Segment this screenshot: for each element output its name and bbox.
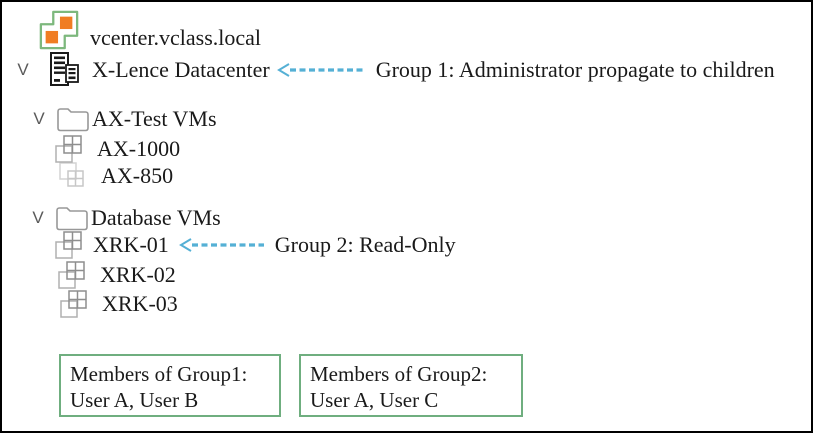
- tree-row-vm-xrk-03[interactable]: XRK-03: [59, 288, 178, 320]
- vm-label: AX-1000: [97, 136, 181, 161]
- vcenter-server-icon: [38, 9, 80, 51]
- expand-chevron-icon[interactable]: V: [32, 208, 44, 227]
- group1-members-list: User A, User B: [70, 388, 199, 412]
- tree-row-folder-ax-test-vms[interactable]: V AX-Test VMs: [30, 104, 217, 134]
- group2-annotation: Group 2: Read-Only: [274, 232, 456, 257]
- group1-members-box: Members of Group1: User A, User B: [59, 354, 281, 417]
- folder-icon: [55, 205, 89, 232]
- datacenter-label: X-Lence Datacenter: [92, 57, 270, 82]
- tree-row-vm-ax-850[interactable]: AX-850: [58, 160, 173, 192]
- folder-label: AX-Test VMs: [92, 106, 217, 131]
- vm-icon: [59, 289, 89, 319]
- tree-row-datacenter[interactable]: V X-Lence Datacenter Group 1: Admini: [14, 52, 775, 88]
- vm-label: AX-850: [101, 163, 174, 188]
- group1-members-title: Members of Group1:: [70, 362, 248, 386]
- dashed-arrow-icon: [178, 237, 266, 253]
- group1-annotation: Group 1: Administrator propagate to chil…: [375, 57, 775, 82]
- tree-row-folder-database-vms[interactable]: V Database VMs: [29, 203, 221, 233]
- dashed-arrow-icon: [276, 62, 368, 78]
- group2-members-box: Members of Group2: User A, User C: [299, 354, 523, 417]
- expand-chevron-icon[interactable]: V: [17, 60, 29, 79]
- group2-members-title: Members of Group2:: [310, 362, 488, 386]
- vm-icon: [54, 230, 84, 260]
- tree-row-vm-ax-1000[interactable]: AX-1000: [54, 133, 180, 165]
- vm-label: XRK-03: [102, 291, 178, 316]
- vm-label: XRK-01: [93, 232, 169, 257]
- tree-row-vm-xrk-02[interactable]: XRK-02: [57, 259, 176, 291]
- vm-icon: [54, 134, 84, 164]
- vm-icon: [58, 161, 88, 191]
- tree-row-vm-xrk-01[interactable]: XRK-01 Group 2: Read-Only: [54, 229, 456, 261]
- folder-label: Database VMs: [91, 205, 221, 230]
- vm-label: XRK-02: [100, 262, 176, 287]
- group2-members-list: User A, User C: [310, 388, 439, 412]
- expand-chevron-icon[interactable]: V: [33, 109, 45, 128]
- folder-icon: [56, 106, 90, 133]
- vm-icon: [57, 260, 87, 290]
- tree-row-vcenter[interactable]: vcenter.vclass.local: [38, 7, 261, 51]
- datacenter-icon: [46, 52, 80, 88]
- vcenter-label: vcenter.vclass.local: [90, 25, 262, 50]
